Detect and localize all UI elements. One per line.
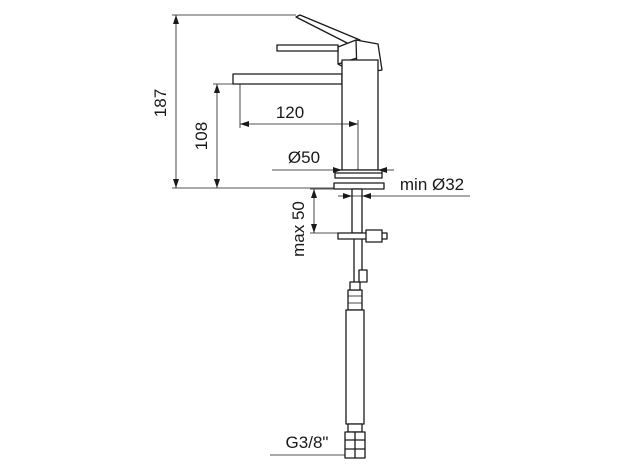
label-deck-thickness: max 50 <box>289 201 308 257</box>
label-body-diameter: Ø50 <box>288 148 320 167</box>
dimension-lines <box>172 14 470 456</box>
spout <box>232 73 343 85</box>
flex-hose-upper <box>347 289 363 311</box>
vertical-body <box>341 59 379 171</box>
label-spout-height: 108 <box>192 122 211 150</box>
label-hole-diameter: min Ø32 <box>400 175 464 194</box>
faucet-body <box>232 14 385 190</box>
base <box>334 169 383 179</box>
upper-arm <box>276 44 339 52</box>
deck-surface <box>333 182 385 190</box>
hose-fitting <box>347 423 363 433</box>
lever-handle <box>295 14 361 48</box>
flex-hose <box>345 309 365 425</box>
label-connection: G3/8" <box>286 433 329 452</box>
label-spout-reach: 120 <box>276 103 304 122</box>
label-overall-height: 187 <box>151 89 170 117</box>
mounting-assembly <box>337 188 388 459</box>
